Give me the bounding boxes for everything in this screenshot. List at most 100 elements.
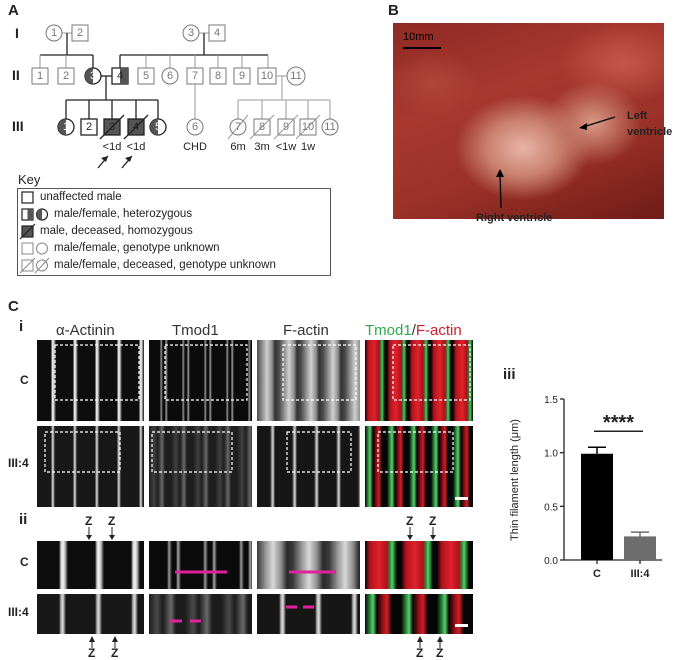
z-line-label: Z [111, 646, 119, 660]
zoom-alpha-actinin-patient [37, 594, 144, 634]
row-label-iii4: III:4 [8, 605, 29, 619]
zoom-tmod1-control [149, 541, 252, 589]
pedigree-chart: .sym { fill:#fff; stroke:#777; stroke-wi… [12, 24, 339, 169]
gen3-id-10: 10 [302, 121, 314, 133]
z-line-label: Z [436, 646, 444, 660]
thin-filament-bar-chart: Thin filament length (μm) 0.0 0.5 1.0 1.5 C… [509, 395, 662, 580]
right-ventricle-label: Right ventricle [476, 212, 553, 224]
key-item: male/female, deceased, genotype unknown [54, 259, 276, 271]
zoom-alpha-actinin-control [37, 541, 144, 589]
gen2-id-2: 2 [63, 70, 69, 82]
gen2-id-10: 10 [261, 70, 273, 82]
gen1-id-1: 1 [51, 27, 57, 39]
age-label: <1w [276, 141, 297, 153]
gen3-id-7: 7 [235, 121, 241, 133]
key-item: male/female, genotype unknown [54, 242, 220, 254]
pedigree-key: unaffected male male/female, heterozygou… [17, 188, 331, 276]
gen3-id-6: 6 [192, 121, 198, 133]
row-label-iii4: III:4 [8, 456, 29, 470]
zoom-merge-patient [365, 594, 473, 634]
micrograph-f-actin-patient [257, 426, 360, 507]
gen1-id-2: 2 [77, 27, 83, 39]
micrograph-alpha-actinin-patient [37, 426, 144, 507]
micrograph-tmod1-patient [149, 426, 252, 507]
gen3-id-1: 1 [63, 121, 69, 133]
col-title-merge: Tmod1/F-actin [365, 322, 462, 339]
photo-arrows [496, 116, 616, 209]
gen-label-3: III [12, 118, 24, 134]
micrograph-tmod1-control [149, 340, 252, 421]
age-label: <1d [127, 141, 146, 153]
micrograph-f-actin-control [257, 340, 360, 421]
gen2-id-9: 9 [239, 70, 245, 82]
z-line-label: Z [429, 514, 437, 528]
row-label-c: C [20, 555, 29, 569]
gen3-id-8: 8 [259, 121, 265, 133]
sub-i-label: i [19, 318, 24, 335]
z-line-label: Z [85, 514, 93, 528]
gen2-id-1: 1 [37, 70, 43, 82]
merge-tmod-label: Tmod1 [365, 322, 412, 339]
panel-c-label: C [8, 298, 19, 315]
chart-y-tick-label: 1.0 [544, 449, 558, 460]
key-title: Key [18, 172, 41, 187]
zoom-f-actin-control [257, 541, 360, 589]
gen1-id-4: 4 [214, 27, 220, 39]
gen3-id-11: 11 [324, 121, 335, 133]
gen3-id-3: 3 [109, 121, 115, 133]
scale-bar [403, 47, 441, 49]
zoom-merge-control [365, 541, 473, 589]
micrograph-merge-patient [365, 426, 473, 507]
col-title-alpha-actinin: α-Actinin [56, 322, 115, 339]
chart-x-tick-label: III:4 [631, 568, 651, 580]
sub-iii-label: iii [503, 366, 516, 383]
heart-photo: 10mm [393, 23, 664, 219]
zoom-f-actin-patient [257, 594, 360, 634]
gen2-id-3: 3 [90, 70, 96, 82]
z-line-label: Z [406, 514, 414, 528]
gen3-id-2: 2 [86, 121, 92, 133]
chart-bar [624, 536, 656, 560]
gen2-id-5: 5 [143, 70, 149, 82]
gen-label-1: I [15, 25, 19, 41]
gen3-id-5: 5 [155, 121, 161, 133]
col-title-tmod1: Tmod1 [172, 322, 219, 339]
chart-x-tick-label: C [593, 568, 601, 580]
age-label: 6m [230, 141, 245, 153]
z-line-label: Z [88, 646, 96, 660]
micrograph-merge-control [365, 340, 473, 421]
age-label: <1d [103, 141, 122, 153]
gen2-id-11: 11 [290, 70, 301, 82]
gen2-id-8: 8 [215, 70, 221, 82]
sub-ii-label: ii [19, 511, 28, 528]
col-title-f-actin: F-actin [283, 322, 329, 339]
gen3-id-4: 4 [133, 121, 139, 133]
age-label: 3m [254, 141, 269, 153]
gen2-id-7: 7 [192, 70, 198, 82]
gen3-id-9: 9 [283, 121, 289, 133]
z-line-label: Z [108, 514, 116, 528]
zoom-tmod1-patient [149, 594, 252, 634]
key-symbols [19, 191, 50, 274]
scale-bar-label: 10mm [403, 31, 434, 43]
chart-y-tick-label: 0.5 [544, 502, 558, 513]
panel-a-label: A [8, 2, 19, 19]
left-ventricle-label: Left ventricle [627, 110, 673, 138]
key-item: male, deceased, homozygous [40, 225, 193, 237]
key-item: male/female, heterozygous [54, 208, 193, 220]
panel-b-label: B [388, 2, 399, 19]
chart-bar [581, 453, 613, 560]
merge-separator: / [411, 322, 416, 339]
gen2-id-4: 4 [117, 70, 123, 82]
merge-factin-label: F-actin [415, 322, 462, 339]
z-line-label: Z [416, 646, 424, 660]
gen2-id-6: 6 [167, 70, 173, 82]
gen1-id-3: 3 [188, 27, 194, 39]
age-label: 1w [301, 141, 315, 153]
age-label: CHD [183, 141, 207, 153]
chart-y-axis-label: Thin filament length (μm) [509, 419, 521, 541]
chart-y-tick-label: 0.0 [544, 556, 558, 567]
chart-y-tick-label: 1.5 [544, 395, 558, 406]
chart-significance-stars: **** [603, 412, 634, 434]
